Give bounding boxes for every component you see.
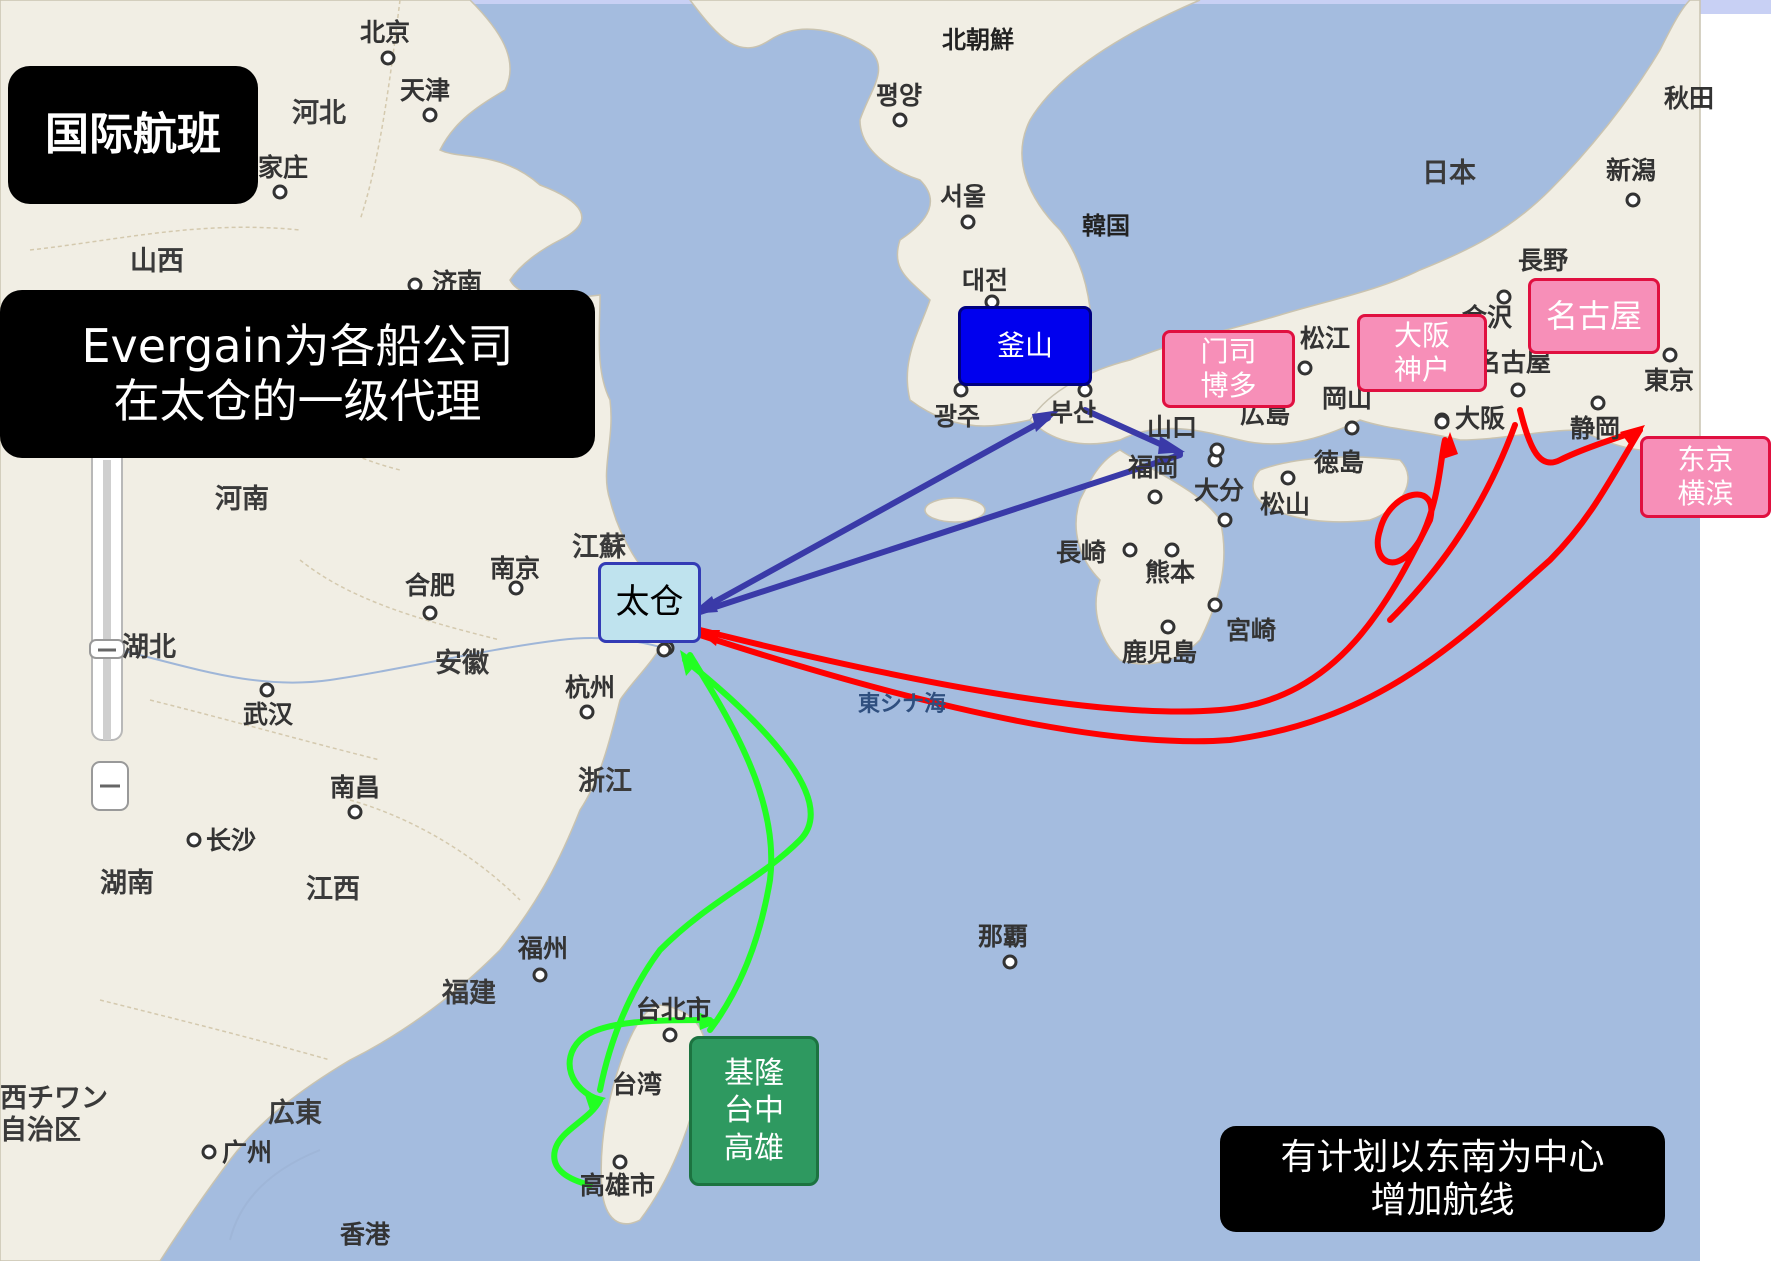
label-yamaguchi: 山口 [1147,413,1198,442]
label-shanxi: 山西 [130,246,184,277]
plan-note-box: 有计划以东南为中心 增加航线 [1220,1126,1665,1232]
label-hebei: 河北 [292,98,346,129]
label-kumamoto: 熊本 [1145,558,1196,587]
label-gwangju: 광주 [934,402,981,431]
route-osaka-nagoya [1387,422,1518,623]
route-nagoya [1517,407,1643,466]
label-japan: 日本 [1422,158,1476,189]
label-hefei: 合肥 [405,571,456,600]
kyushu-landmass [1075,449,1225,665]
label-tokushima: 徳島 [1314,448,1365,477]
label-kaohsiung: 高雄市 [580,1171,656,1200]
label-hongkong: 香港 [340,1220,391,1249]
label-matsue: 松江 [1300,324,1351,353]
label-north-korea: 北朝鮮 [942,26,1014,54]
label-seoul: 서울 [940,182,987,211]
label-jiangsu: 江蘇 [572,532,626,563]
label-shijiazhuang: 家庄 [258,153,309,182]
label-fujian: 福建 [442,978,496,1009]
label-changsha: 长沙 [206,826,257,855]
label-fukuoka: 福岡 [1128,453,1179,482]
label-zhejiang: 浙江 [578,766,632,797]
label-guangxi: 西チワン 自治区 [0,1083,108,1147]
port-osaka-kobe[interactable]: 大阪 神户 [1357,314,1487,392]
route-taiwan-c [566,1017,713,1103]
label-akita: 秋田 [1664,84,1715,113]
label-niigata: 新潟 [1606,156,1657,185]
label-guangzhou: 广州 [222,1138,273,1167]
label-jiangxi: 江西 [306,874,360,905]
label-taipei: 台北市 [636,995,712,1024]
route-busan [697,415,1051,613]
label-nagoya-jp: 名古屋 [1476,348,1552,377]
label-east-china-sea: 東シナ海 [858,692,947,717]
label-naha: 那覇 [978,922,1029,951]
label-oita: 大分 [1194,476,1245,505]
route-osaka [697,437,1448,715]
label-taiwan: 台湾 [612,1070,663,1099]
port-nagoya[interactable]: 名古屋 [1528,278,1660,354]
label-nanjing: 南京 [490,554,541,583]
label-anhui: 安徽 [435,648,489,679]
label-wuhan: 武汉 [243,700,294,729]
agent-note-box: Evergain为各船公司 在太仓的一级代理 [0,290,595,458]
route-kyushu [697,452,1183,615]
port-busan[interactable]: 釜山 [958,306,1092,386]
port-tokyo-yokohama[interactable]: 东京 横滨 [1640,436,1771,518]
label-nagano: 長野 [1518,246,1569,275]
label-nanchang: 南昌 [330,773,381,802]
hub-taicang[interactable]: 太仓 [598,562,701,643]
label-pyongyang: 평양 [876,81,923,110]
label-tianjin: 天津 [400,76,451,105]
route-tokyo [697,427,1643,745]
route-taiwan-d [551,1097,603,1188]
label-osaka-jp: 大阪 [1455,404,1506,433]
label-hunan: 湖南 [100,868,154,899]
label-nagasaki: 長崎 [1056,538,1107,567]
label-beijing: 北京 [360,18,411,47]
port-moji-hakata[interactable]: 门司 博多 [1162,330,1295,408]
label-henan: 河南 [215,484,269,515]
label-korea: 韓国 [1082,212,1130,240]
label-busan-kr: 부산 [1050,398,1097,427]
label-matsuyama: 松山 [1260,490,1311,519]
route-taiwan-b [687,652,775,1033]
route-taiwan-a [597,657,814,1093]
label-guangdong: 広東 [268,1098,322,1129]
label-fuzhou: 福州 [518,934,569,963]
label-kagoshima: 鹿児島 [1122,638,1198,667]
title-box: 国际航班 [8,66,258,204]
label-hangzhou: 杭州 [565,673,616,702]
label-miyazaki: 宮崎 [1226,616,1277,645]
label-hubei: 湖北 [122,632,176,663]
label-shizuoka: 静岡 [1570,414,1621,443]
zoom-slider [89,439,129,811]
label-daejeon: 대전 [962,266,1009,295]
port-taiwan[interactable]: 基隆 台中 高雄 [689,1036,819,1186]
label-tokyo-jp: 東京 [1644,366,1695,395]
